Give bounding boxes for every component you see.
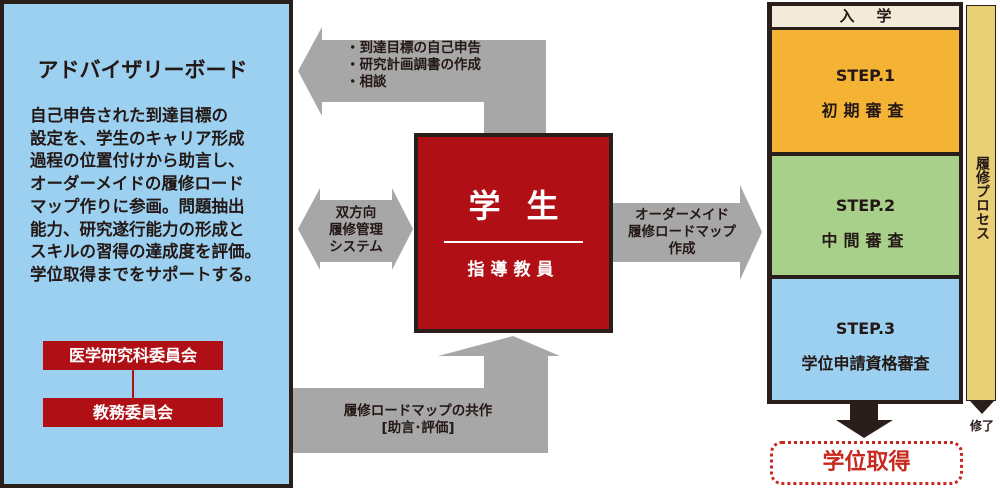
text-line: 履修ロードマップ — [628, 224, 736, 240]
step-name: 中間審査 — [821, 231, 910, 250]
text-line: 自己申告された到達目標の — [30, 106, 228, 125]
committee-medical-research: 医学研究科委員会 — [43, 341, 223, 370]
degree-obtained-box: 学位取得 — [770, 441, 963, 485]
process-side-label: 履修プロセス — [974, 156, 990, 240]
text-line: スキルの習得の達成度を評価。 — [30, 242, 261, 262]
step-name: 初期審査 — [821, 101, 910, 120]
completion-arrow-icon — [970, 401, 994, 414]
text-line: ・研究計画調書の作成 — [346, 57, 481, 73]
text-line: システム — [329, 239, 383, 255]
step-label: STEP.3 — [835, 319, 896, 338]
step-name: 学位申請資格審査 — [801, 354, 930, 373]
text-line: ・相談 — [346, 74, 387, 90]
text-line: オーダーメイド — [635, 207, 729, 223]
text-line: 双方向 — [335, 205, 377, 221]
text-line: 能力、研究遂行能力の形成と — [30, 219, 245, 239]
text-line: ・到達目標の自己申告 — [346, 40, 481, 56]
text-line: オーダーメイドの履修ロード — [30, 174, 244, 194]
advisory-board-description: 自己申告された到達目標の 設定を、学生のキャリア形成 過程の位置付けから助言し、… — [30, 105, 280, 287]
text-line: [助言･評価] — [381, 420, 455, 436]
text-line: マップ作りに参画。問題抽出 — [30, 196, 245, 216]
left-arrow-text: 双方向 履修管理 システム — [318, 205, 394, 256]
step-label: STEP.1 — [835, 66, 896, 85]
top-arrow — [298, 27, 546, 133]
top-arrow-text: ・到達目標の自己申告 ・研究計画調書の作成 ・相談 — [346, 40, 481, 91]
text-line: 履修ロードマップの共作 — [343, 403, 493, 419]
advisory-board-title: アドバイザリーボード — [37, 58, 248, 82]
text-line: 過程の位置付けから助言し、 — [30, 151, 245, 171]
committee-academic-affairs: 教務委員会 — [43, 398, 223, 427]
student-title: 学生 — [468, 187, 585, 225]
result-arrow-icon — [836, 403, 893, 438]
step-3: STEP.3 学位申請資格審査 — [772, 279, 959, 400]
right-arrow-text: オーダーメイド 履修ロードマップ 作成 — [612, 207, 752, 258]
step-label: STEP.2 — [835, 196, 896, 215]
advisor-label: 指導教員 — [467, 260, 560, 280]
text-line: 作成 — [668, 241, 696, 257]
committee-connector — [132, 370, 134, 398]
completion-label: 修了 — [970, 419, 995, 433]
text-line: 履修管理 — [329, 222, 383, 238]
text-line: 学位取得までをサポートする。 — [30, 264, 261, 284]
bottom-arrow-text: 履修ロードマップの共作 [助言･評価] — [298, 403, 538, 437]
entry-label: 入学 — [772, 6, 959, 27]
right-arrow — [612, 185, 762, 280]
step-2: STEP.2 中間審査 — [772, 156, 959, 275]
bidirectional-arrow — [298, 188, 413, 270]
step-1: STEP.1 初期審査 — [772, 30, 959, 152]
bottom-arrow — [293, 336, 560, 453]
process-side-bar: 履修プロセス — [966, 5, 996, 401]
student-box: 学生 指導教員 — [414, 133, 613, 333]
text-line: 設定を、学生のキャリア形成 — [30, 128, 245, 148]
divider — [444, 241, 583, 243]
